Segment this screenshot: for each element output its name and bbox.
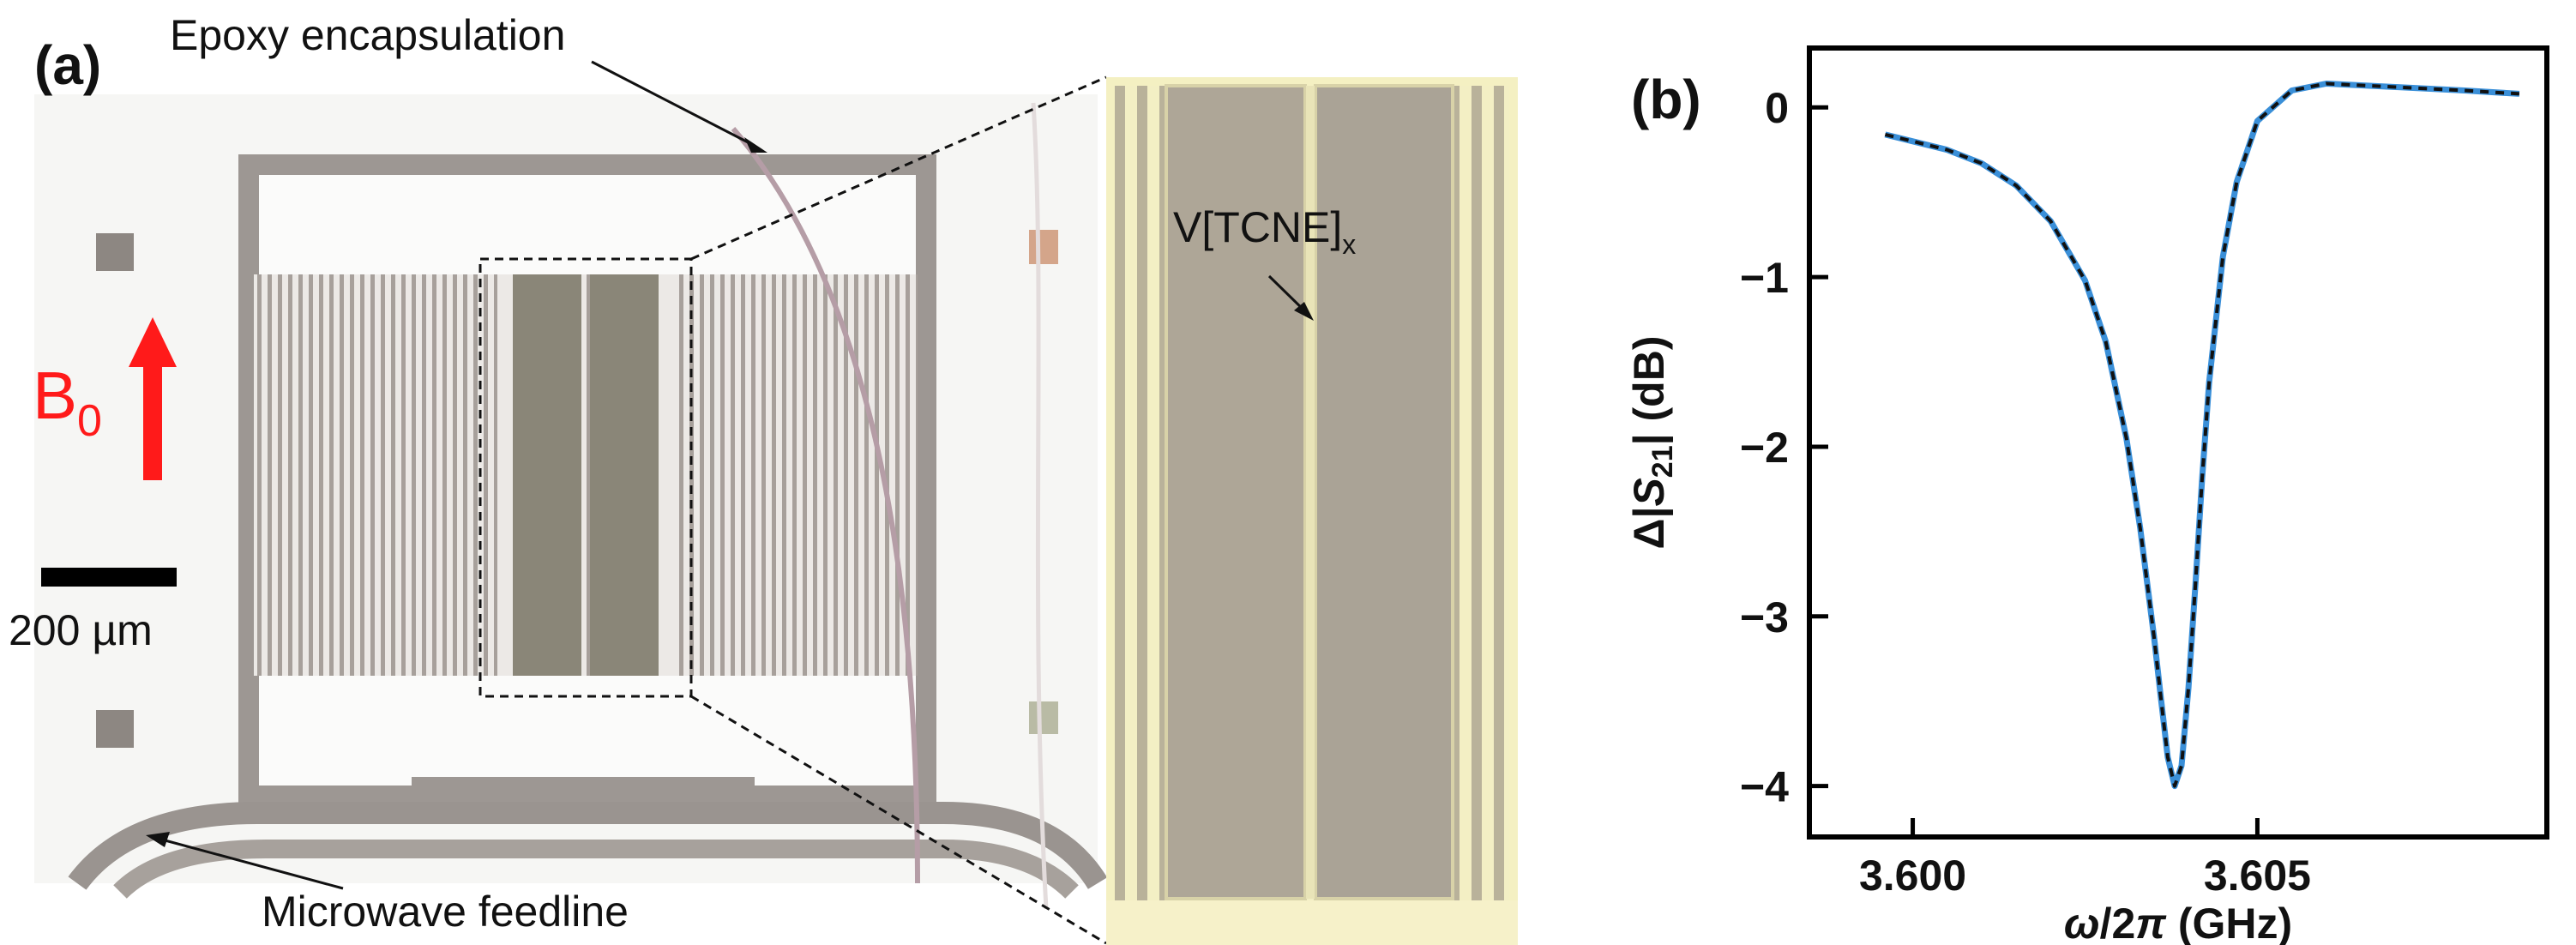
fit-line: [1884, 81, 2520, 788]
y-tick-label: −1: [1740, 254, 1789, 302]
panel-a-micrograph: (a) Epoxy encapsulation Microwave feedli…: [9, 11, 1518, 945]
inset-box: [478, 257, 693, 698]
arrowhead-icon: [1294, 302, 1314, 321]
plot-frame: [1807, 45, 2549, 840]
feedline-label: Microwave feedline: [262, 888, 629, 936]
x-tick-label: 3.600: [1859, 852, 1966, 900]
feedline-inner: [113, 840, 1079, 900]
zoom-film-left: [1165, 84, 1307, 900]
feedline-outer: [68, 802, 1108, 890]
data-line: [1884, 81, 2520, 790]
x-axis: 3.600 3.605: [1859, 818, 2311, 900]
alignment-mark: [1029, 230, 1058, 264]
field-label: B0: [33, 358, 102, 446]
panel-b-chart: (b) 3.600 3.605 0 −1 −2 −3 −4 ω/2π (GHz) Δ|S2…: [1595, 0, 2576, 945]
x-tick-label: 3.605: [2204, 852, 2311, 900]
plot-area: [1884, 81, 2520, 790]
alignment-mark: [1029, 701, 1058, 734]
zoom-film-right: [1314, 84, 1454, 900]
y-axis: 0 −1 −2 −3 −4: [1740, 84, 1828, 811]
y-tick-label: −2: [1740, 424, 1789, 472]
y-tick-label: 0: [1765, 84, 1789, 132]
y-tick-label: −3: [1740, 593, 1789, 641]
panel-b-label: (b): [1631, 69, 1701, 130]
alignment-mark: [96, 233, 134, 271]
scale-bar: [41, 568, 177, 587]
micrograph-figure: (a) Epoxy encapsulation Microwave feedli…: [9, 11, 1518, 945]
zoom-line-bottom: [690, 695, 1107, 945]
arrowhead-icon: [146, 832, 170, 847]
material-label: V[TCNE]x: [1173, 203, 1356, 260]
x-axis-label: ω/2π (GHz): [2064, 900, 2292, 945]
y-axis-label: Δ|S21| (dB): [1625, 336, 1679, 550]
feedline-pointer: [158, 837, 344, 890]
film-right: [590, 274, 659, 676]
field-arrow-icon: [129, 317, 177, 367]
transmission-chart: (b) 3.600 3.605 0 −1 −2 −3 −4 ω/2π (GHz) Δ|S2…: [1625, 45, 2549, 945]
epoxy-label: Epoxy encapsulation: [170, 11, 565, 59]
zoom-line-top: [690, 75, 1107, 261]
scalebar-label: 200 µm: [9, 606, 153, 654]
panel-a-label: (a): [34, 34, 101, 96]
alignment-mark: [96, 710, 134, 748]
meander-fingers: [254, 274, 918, 676]
arrowhead-icon: [744, 137, 767, 153]
epoxy-pointer: [591, 60, 755, 147]
y-tick-label: −4: [1740, 763, 1789, 811]
epoxy-edge: [731, 127, 920, 884]
resonator-coupler: [412, 777, 755, 806]
film-left: [513, 274, 581, 676]
